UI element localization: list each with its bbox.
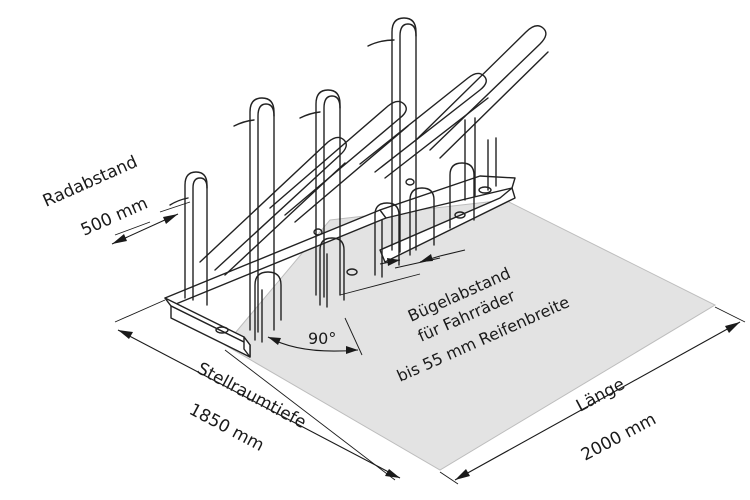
floor-area bbox=[224, 199, 717, 471]
radabstand-value: 500 mm bbox=[78, 193, 151, 240]
front-hoops bbox=[169, 17, 417, 333]
base-rails bbox=[164, 175, 516, 358]
dim-stellraumtiefe bbox=[117, 329, 401, 479]
laenge-value: 2000 mm bbox=[578, 409, 660, 465]
extension-lines bbox=[114, 201, 746, 485]
inclined-hoops bbox=[199, 25, 549, 276]
rack-feet bbox=[254, 162, 475, 343]
angle-marker bbox=[267, 317, 363, 356]
dim-laenge bbox=[454, 321, 741, 481]
angle-label: 90° bbox=[308, 329, 336, 348]
dim-radabstand bbox=[111, 213, 179, 245]
dim-buegelabstand bbox=[379, 249, 466, 266]
